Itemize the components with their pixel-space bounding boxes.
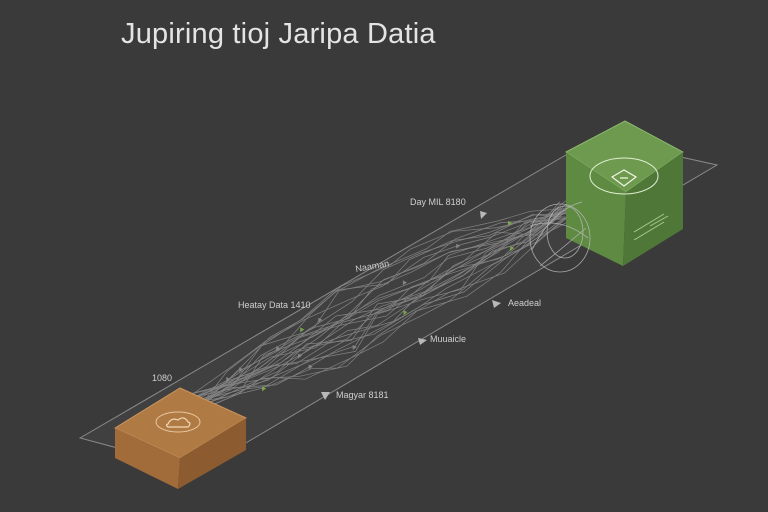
source-block-emblem	[155, 411, 201, 433]
stream-arrowhead	[239, 367, 244, 373]
stream-line	[197, 208, 579, 403]
pointer-marker-top	[480, 211, 487, 219]
pointer-marker-right-upper	[492, 300, 501, 308]
stream-arrowhead	[402, 280, 407, 286]
pointer-marker-bottom	[321, 392, 330, 400]
destination-block[interactable]	[529, 120, 684, 273]
stream-line	[186, 217, 565, 405]
pointer-markers	[321, 211, 501, 400]
stream-arrowhead	[510, 245, 515, 251]
stream-line	[193, 201, 561, 398]
label-bottom: Magyar 8181	[336, 390, 389, 400]
source-block-left	[115, 428, 180, 489]
stream-arrowhead	[508, 220, 513, 226]
stream-line	[192, 211, 561, 399]
stream-arrowhead	[298, 353, 303, 359]
label-right-mid: Muuaicle	[430, 334, 466, 344]
stream-line	[190, 209, 562, 412]
pointer-marker-right-mid	[418, 338, 427, 345]
stream-arrowhead	[226, 376, 231, 382]
stream-arrowhead	[300, 327, 305, 333]
stream-line	[192, 216, 562, 413]
stream-line	[200, 214, 573, 405]
stream-line	[184, 217, 566, 396]
destination-block-left	[566, 152, 626, 266]
funnel-wireframe	[529, 201, 591, 273]
destination-block-side-marks	[633, 213, 669, 241]
stream-arrowhead	[352, 344, 357, 350]
stream-arrowhead	[276, 346, 281, 352]
stream-arrowhead	[456, 243, 461, 249]
data-stream	[184, 199, 581, 415]
shield-icon	[610, 169, 638, 187]
stream-line	[186, 210, 569, 406]
stream-line	[199, 199, 581, 396]
stream-line	[203, 212, 572, 403]
stream-line	[204, 217, 576, 404]
label-mid-left: Heatay Data 1410	[238, 300, 311, 310]
source-block[interactable]: 1080	[113, 373, 248, 489]
stream-arrowhead	[262, 386, 267, 392]
label-right-upper: Aeadeal	[508, 298, 541, 308]
stream-line	[201, 206, 573, 404]
page-title: Jupiring tioj Jaripa Datia	[121, 18, 436, 50]
stream-line	[185, 217, 576, 405]
cloud-icon	[165, 417, 191, 428]
source-block-label: 1080	[152, 373, 172, 383]
stream-arrowhead	[308, 364, 313, 370]
source-block-right	[178, 418, 246, 489]
destination-block-emblem	[589, 157, 659, 195]
label-top: Day MIL 8180	[410, 197, 466, 207]
stream-arrowhead	[403, 310, 408, 316]
data-stream-accents	[226, 220, 515, 392]
stream-line	[187, 200, 567, 409]
stream-arrowhead	[318, 317, 323, 323]
